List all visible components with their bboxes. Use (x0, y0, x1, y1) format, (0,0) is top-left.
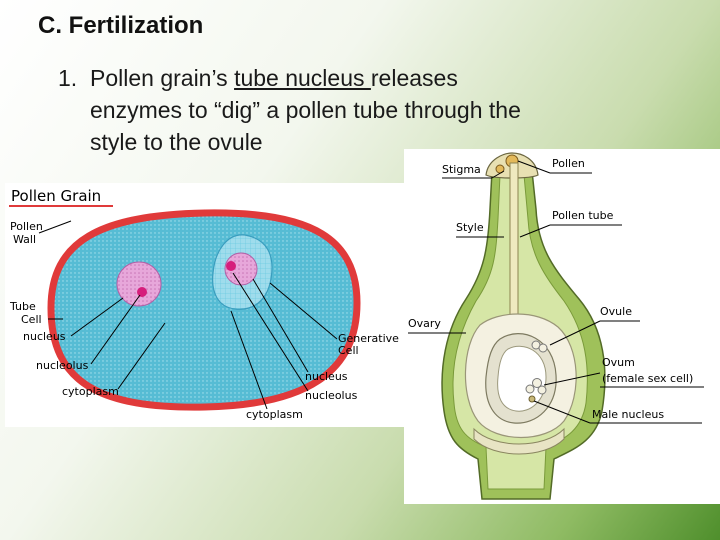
pollen-grain-diagram: Pollen Grain Pollen Wall Tube Cell nucle… (5, 183, 406, 427)
slide-heading: C. Fertilization (38, 12, 203, 40)
male-nucleus-label: Male nucleus (592, 408, 664, 421)
style-label: Style (456, 221, 484, 234)
nucleus-right-label: nucleus (305, 370, 348, 383)
stigma-label: Stigma (442, 163, 481, 176)
nucleolus-left-label: nucleolus (36, 359, 89, 372)
ovary-label: Ovary (408, 317, 441, 330)
tube-nucleolus (137, 287, 147, 297)
pollen-wall-label-1: Pollen (10, 220, 43, 233)
pollen-grain-figure: Pollen Grain Pollen Wall Tube Cell nucle… (5, 183, 406, 427)
pistil-figure: Stigma Pollen Style Pollen tube Ovary Ov… (404, 149, 720, 504)
cell-2 (539, 344, 547, 352)
pollen-label: Pollen (552, 157, 585, 170)
bullet-number: 1. (58, 62, 77, 94)
cell-3 (526, 385, 534, 393)
pollen-tube-label: Pollen tube (552, 209, 614, 222)
pollen-grain-title: Pollen Grain (11, 187, 101, 205)
tube-cell-label-2: Cell (21, 313, 42, 326)
ovum-label-2: (female sex cell) (602, 372, 693, 385)
cytoplasm-left-label: cytoplasm (62, 385, 119, 398)
tube-cell-label-1: Tube (9, 300, 36, 313)
ovule-label: Ovule (600, 305, 632, 318)
nucleus-left-label: nucleus (23, 330, 66, 343)
pollen-wall-pointer (39, 221, 71, 233)
generative-cell-label-2: Cell (338, 344, 359, 357)
pistil-diagram: Stigma Pollen Style Pollen tube Ovary Ov… (404, 149, 720, 504)
bullet-text-pre: Pollen grain’s (90, 65, 234, 91)
bullet-line-3: style to the ovule (90, 126, 263, 158)
bullet-line-2: enzymes to “dig” a pollen tube through t… (90, 94, 521, 126)
generative-nucleolus (226, 261, 236, 271)
pollen-wall-label-2: Wall (13, 233, 36, 246)
cytoplasm-right-label: cytoplasm (246, 408, 303, 421)
bullet-text-post: releases (371, 65, 458, 91)
tube-nucleus (117, 262, 161, 306)
ovum-label-1: Ovum (602, 356, 635, 369)
cell-4 (538, 386, 546, 394)
tube-nucleus-term: tube nucleus (234, 65, 371, 91)
bullet-line-1: Pollen grain’s tube nucleus releases (90, 62, 458, 94)
nucleolus-right-label: nucleolus (305, 389, 358, 402)
